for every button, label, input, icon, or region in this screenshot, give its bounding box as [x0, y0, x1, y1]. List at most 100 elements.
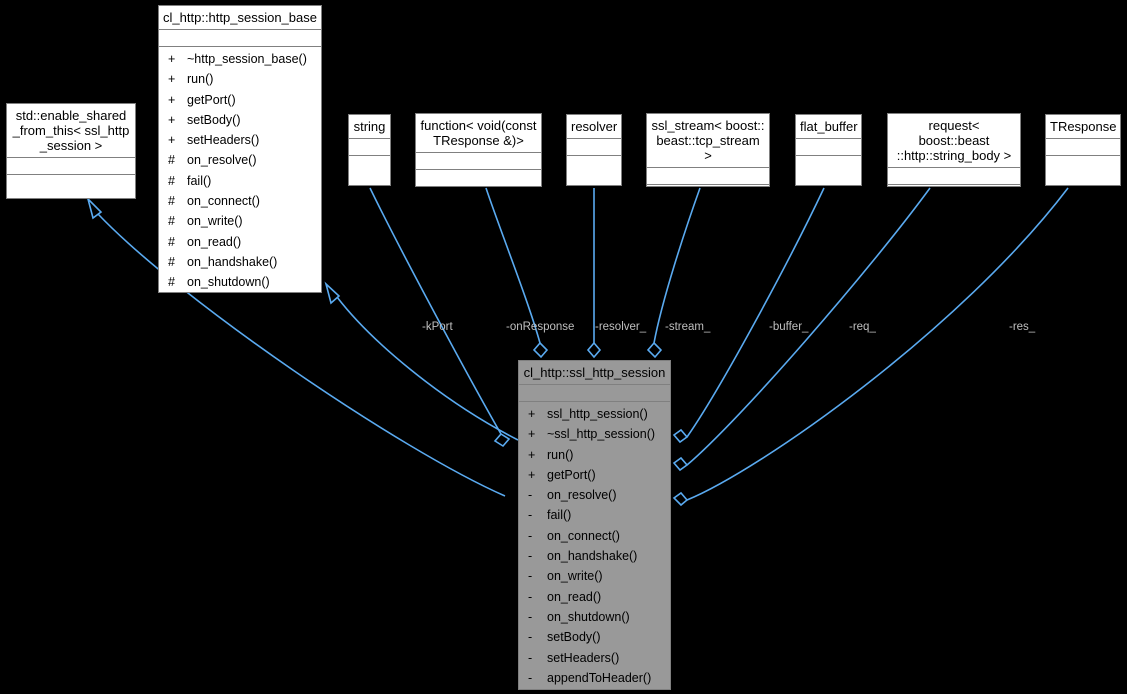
class-box-string[interactable]: string: [348, 114, 391, 186]
operation-visibility: +: [528, 467, 536, 482]
operation-visibility: +: [168, 72, 176, 87]
operation-row: -on_handshake(): [519, 546, 670, 566]
operation-visibility: -: [528, 508, 533, 523]
operation-row: -on_read(): [519, 587, 670, 607]
operation-visibility: +: [528, 407, 536, 421]
operation-name: ssl_http_session(): [547, 407, 648, 421]
class-box-http-session-base[interactable]: cl_http::http_session_base +~http_sessio…: [158, 5, 322, 293]
operation-visibility: +: [168, 92, 176, 107]
operation-name: on_write(): [547, 569, 603, 584]
operation-name: appendToHeader(): [547, 670, 652, 685]
operation-row: -setBody(): [519, 627, 670, 647]
class-ops-flat-buffer: [796, 156, 861, 185]
operation-name: on_resolve(): [547, 488, 617, 503]
operation-name: setHeaders(): [547, 650, 620, 665]
edge-label-res: -res_: [1009, 321, 1036, 333]
operation-row: # on_connect(): [159, 191, 321, 211]
class-box-tresponse[interactable]: TResponse: [1045, 114, 1121, 186]
operation-visibility: -: [528, 569, 533, 584]
class-ops-resolver: [567, 156, 621, 185]
operation-name: on_shutdown(): [187, 275, 270, 290]
operation-row: + ssl_http_session(): [519, 404, 670, 424]
operation-name: on_handshake(): [187, 254, 278, 269]
class-box-request[interactable]: request< boost::beast ::http::string_bod…: [887, 113, 1021, 187]
aggregation-edge-res: [672, 187, 1069, 507]
class-title-function-callback: function< void(const TResponse &)>: [416, 114, 541, 153]
operation-row: + getPort(): [519, 465, 670, 485]
operation-name: on_read(): [547, 589, 602, 604]
class-box-resolver[interactable]: resolver: [566, 114, 622, 186]
class-box-flat-buffer[interactable]: flat_buffer: [795, 114, 862, 186]
class-attrs-ssl-stream: [647, 168, 769, 185]
operation-visibility: +: [168, 133, 176, 148]
operation-visibility: -: [528, 589, 533, 604]
operation-name: fail(): [187, 173, 212, 188]
operation-name: setBody(): [547, 630, 601, 645]
operation-visibility: +: [168, 112, 176, 127]
operation-visibility: #: [168, 173, 175, 188]
class-ops-request: [888, 185, 1020, 202]
edge-label-buffer: -buffer_: [769, 321, 809, 333]
operation-row: #on_handshake(): [159, 252, 321, 272]
operation-name: getPort(): [547, 467, 596, 482]
operation-name: ~ssl_http_session(): [547, 427, 656, 442]
class-box-ssl-stream[interactable]: ssl_stream< boost:: beast::tcp_stream >: [646, 113, 770, 187]
operation-name: on_handshake(): [547, 549, 638, 564]
operation-name: run(): [547, 447, 574, 462]
operation-visibility: -: [528, 549, 533, 564]
class-box-enable-shared-from-this[interactable]: std::enable_shared _from_this< ssl_http …: [6, 103, 136, 199]
class-title-ssl-http-session: cl_http::ssl_http_session: [519, 361, 670, 385]
operation-row: -on_write(): [519, 566, 670, 586]
class-title-request: request< boost::beast ::http::string_bod…: [888, 114, 1020, 168]
class-title-flat-buffer: flat_buffer: [796, 115, 861, 139]
operation-visibility: -: [528, 528, 533, 543]
operation-row: -setHeaders(): [519, 648, 670, 668]
class-ops-ssl-http-session: + ssl_http_session() + ~ssl_http_session() +…: [519, 402, 670, 691]
operation-name: on_connect(): [187, 194, 260, 209]
aggregation-edge-buffer: [672, 187, 825, 444]
operation-visibility: #: [168, 194, 175, 209]
class-attrs-http-session-base: [159, 30, 321, 47]
class-attrs-ssl-http-session: [519, 385, 670, 402]
operation-visibility: #: [168, 153, 175, 168]
class-title-tresponse: TResponse: [1046, 115, 1120, 139]
operation-row: #on_shutdown(): [159, 272, 321, 292]
operation-row: -fail(): [519, 505, 670, 525]
operation-visibility: -: [528, 488, 533, 503]
operation-name: on_write(): [187, 214, 243, 229]
operation-visibility: -: [528, 630, 533, 645]
operation-visibility: +: [528, 447, 536, 462]
edge-label-resolver: -resolver_: [595, 321, 647, 333]
class-ops-ssl-stream: [647, 185, 769, 202]
class-attrs-function-callback: [416, 153, 541, 170]
operation-name: on_shutdown(): [547, 609, 630, 624]
class-ops-string: [349, 156, 390, 185]
operation-name: on_connect(): [547, 528, 620, 543]
operation-name: getPort(): [187, 92, 236, 107]
operation-row: + getPort(): [159, 90, 321, 110]
class-box-ssl-http-session[interactable]: cl_http::ssl_http_session + ssl_http_sess…: [518, 360, 671, 690]
operation-visibility: +: [168, 52, 176, 66]
operation-row: +~http_session_base(): [159, 49, 321, 69]
class-attrs-request: [888, 168, 1020, 185]
class-title-resolver: resolver: [567, 115, 621, 139]
class-ops-tresponse: [1046, 156, 1120, 185]
operation-row: + run(): [519, 445, 670, 465]
operation-name: setHeaders(): [187, 133, 260, 148]
operation-row: +setBody(): [159, 110, 321, 130]
operation-visibility: +: [528, 427, 536, 442]
operation-visibility: -: [528, 650, 533, 665]
class-attrs-enable-shared-from-this: [7, 158, 135, 175]
operation-visibility: #: [168, 214, 175, 229]
operation-row: # fail(): [159, 171, 321, 191]
class-ops-function-callback: [416, 170, 541, 187]
class-title-enable-shared-from-this: std::enable_shared _from_this< ssl_http …: [7, 104, 135, 158]
edge-label-kPort: -kPort: [422, 321, 453, 333]
class-attrs-string: [349, 139, 390, 156]
class-title-ssl-stream: ssl_stream< boost:: beast::tcp_stream >: [647, 114, 769, 168]
operation-row: #on_read(): [159, 232, 321, 252]
class-box-function-callback[interactable]: function< void(const TResponse &)>: [415, 113, 542, 187]
edge-label-stream: -stream_: [665, 321, 711, 333]
class-attrs-tresponse: [1046, 139, 1120, 156]
